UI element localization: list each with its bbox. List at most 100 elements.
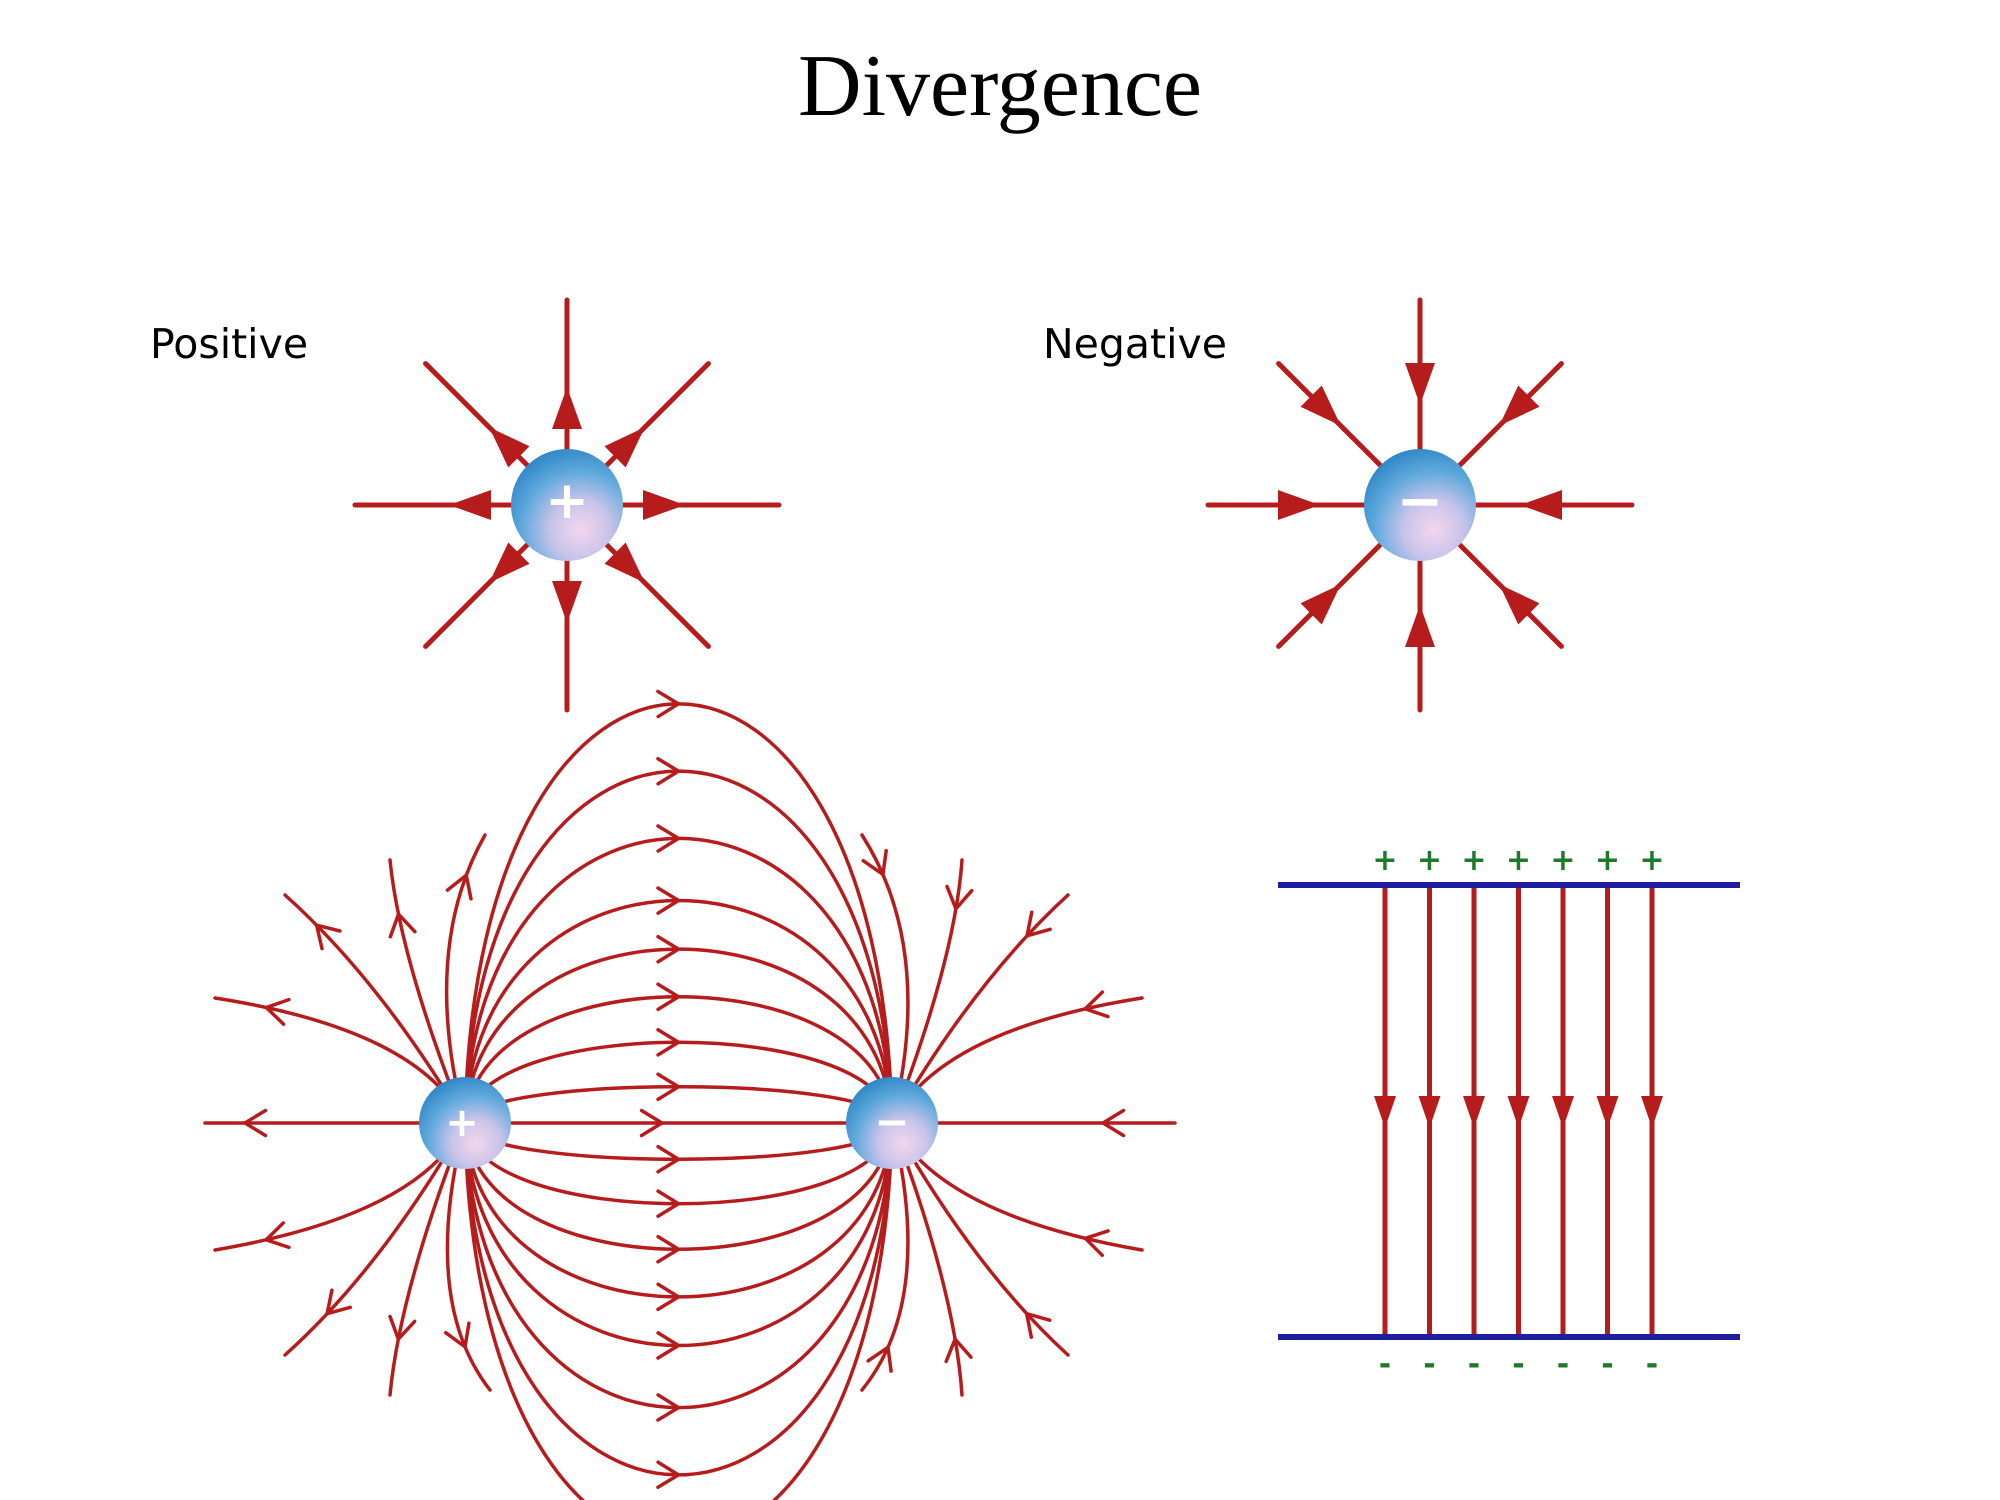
positive-arrow-head xyxy=(643,490,685,520)
top-plate-sign: + xyxy=(1639,843,1664,878)
positive-charge: + xyxy=(511,449,623,561)
positive-arrow-head xyxy=(604,427,645,468)
dipole-arrow xyxy=(264,1221,291,1250)
bottom-plate-sign: - xyxy=(1468,1347,1480,1382)
dipole-arrow xyxy=(388,1314,417,1341)
positive-arrow-head xyxy=(552,387,582,429)
dipole-connecting-line xyxy=(463,1121,894,1410)
dipole-connecting-line xyxy=(463,1121,894,1500)
plate-arrow-head xyxy=(1641,1096,1663,1128)
plate-arrow-head xyxy=(1418,1096,1441,1128)
dipole-connecting-line xyxy=(463,1121,894,1161)
negative-arrow-head xyxy=(1499,584,1540,625)
top-plate-signs: + + + + + + + xyxy=(1372,843,1664,878)
dipole-connecting-line xyxy=(463,994,894,1125)
negative-arrow-head xyxy=(1520,490,1562,520)
dipole-arrow xyxy=(656,1460,681,1490)
top-plate-sign: + xyxy=(1417,843,1442,878)
dipole-arrow xyxy=(945,884,974,911)
dipole-connecting-line xyxy=(463,1121,894,1477)
negative-arrow-head xyxy=(1405,605,1435,647)
positive-arrow-head xyxy=(449,490,491,520)
negative-label: Negative xyxy=(1043,320,1227,368)
dipole-arrow xyxy=(639,1108,664,1138)
positive-label: Positive xyxy=(150,320,308,368)
dipole-arrow xyxy=(1025,910,1052,938)
dipole-arrow xyxy=(388,912,417,939)
positive-arrow-head xyxy=(489,427,530,468)
dipole-arrow xyxy=(656,824,681,853)
bottom-plate-sign: - xyxy=(1423,1347,1435,1382)
dipole-arrow xyxy=(656,1234,681,1264)
dipole-arrow xyxy=(314,923,342,951)
dipole-arrow xyxy=(443,1321,471,1349)
dipole-negative-sign: − xyxy=(874,1097,909,1146)
positive-charge-panel: Positive + xyxy=(150,297,782,713)
dipole-arrow xyxy=(944,1337,973,1364)
dipole-arrow xyxy=(656,1072,681,1102)
positive-arrow-head xyxy=(552,581,582,623)
dipole-arrow xyxy=(1083,1229,1110,1258)
positive-arrow-head xyxy=(489,542,530,583)
plate-arrow-head xyxy=(1507,1096,1530,1128)
plate-arrow-head xyxy=(1374,1096,1396,1128)
dipole-arrow xyxy=(656,689,681,719)
dipole-arrow xyxy=(656,1393,681,1422)
dipole-connecting-line xyxy=(463,1121,894,1206)
top-plate-sign: + xyxy=(1550,843,1575,878)
negative-arrow-head xyxy=(1300,385,1341,426)
dipole-connecting-line xyxy=(463,836,894,1125)
parallel-plates-panel: + + + + + + + ------- xyxy=(1278,843,1740,1382)
dipole-arrow xyxy=(1083,990,1110,1019)
negative-charge: − xyxy=(1364,449,1476,561)
dipole-arrow xyxy=(325,1288,353,1316)
bottom-plate-sign: - xyxy=(1379,1347,1391,1382)
dipole-arrow xyxy=(445,873,473,901)
bottom-plate-sign: - xyxy=(1646,1347,1658,1382)
dipole-arrow xyxy=(656,982,681,1012)
positive-arrow-head xyxy=(604,542,645,583)
positive-charge-sign: + xyxy=(545,471,589,531)
top-plate-sign: + xyxy=(1372,843,1397,878)
dipole-positive-charge: + xyxy=(419,1077,511,1169)
dipole-arrow xyxy=(656,886,681,915)
negative-arrow-head xyxy=(1499,385,1540,426)
dipole-connecting-line xyxy=(463,1085,894,1125)
dipole-connecting-line xyxy=(463,769,894,1125)
dipole-arrow xyxy=(1024,1311,1052,1339)
dipole-arrow xyxy=(1101,1108,1126,1138)
top-plate-sign: + xyxy=(1461,843,1486,878)
top-plate-sign: + xyxy=(1595,843,1620,878)
negative-charge-sign: − xyxy=(1397,469,1444,534)
negative-field-lines xyxy=(1205,297,1635,713)
dipole-connecting-line xyxy=(463,1121,894,1252)
top-plate-sign: + xyxy=(1506,843,1531,878)
dipole-arrow xyxy=(656,934,681,964)
dipole-connecting-line xyxy=(463,1121,894,1348)
dipole-positive-sign: + xyxy=(445,1100,479,1146)
dipole-arrow xyxy=(243,1108,268,1138)
negative-charge-panel: Negative − xyxy=(1043,297,1635,713)
dipole-arrow xyxy=(656,756,681,786)
dipole-negative-charge: − xyxy=(846,1077,938,1169)
negative-arrow-head xyxy=(1278,490,1320,520)
bottom-plate-sign: - xyxy=(1557,1347,1569,1382)
plate-arrow-head xyxy=(1552,1096,1574,1128)
dipole-arrow xyxy=(656,1028,681,1057)
dipole-arrow xyxy=(264,997,291,1026)
positive-field-lines xyxy=(352,297,782,713)
dipole-panel: + − xyxy=(203,689,1177,1500)
dipole-arrow xyxy=(866,1345,893,1373)
negative-arrow-head xyxy=(1300,584,1341,625)
plate-arrow-head xyxy=(1596,1096,1619,1128)
dipole-connecting-line xyxy=(463,702,894,1125)
dipole-connecting-line xyxy=(463,898,894,1125)
bottom-plate-signs: ------- xyxy=(1379,1347,1658,1382)
page-title: Divergence xyxy=(798,38,1202,135)
dipole-arrow xyxy=(656,1331,681,1360)
dipole-field-lines xyxy=(203,689,1177,1500)
plate-field-lines xyxy=(1374,888,1663,1334)
dipole-arrow xyxy=(861,848,888,877)
bottom-plate-sign: - xyxy=(1601,1347,1613,1382)
